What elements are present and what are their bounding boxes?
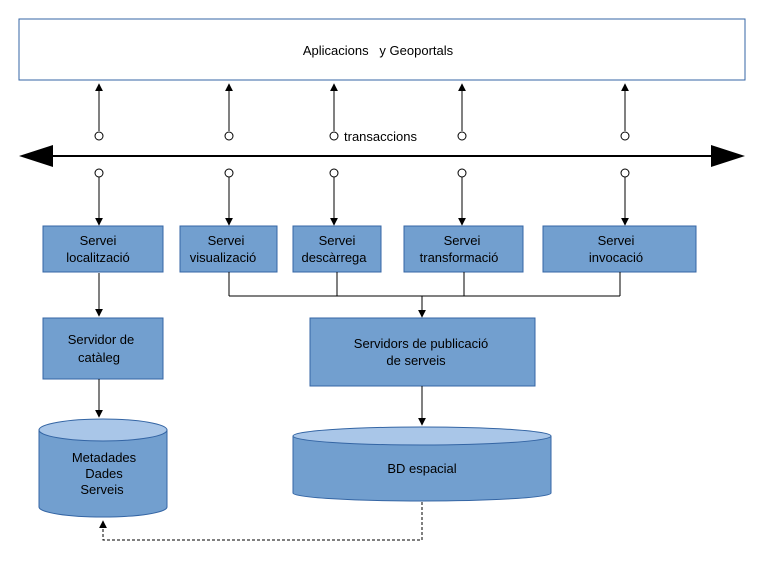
service-visualization-line1: Servei	[208, 233, 245, 248]
bus-right-arrowhead	[711, 145, 745, 167]
applications-banner: Aplicacions y Geoportals	[18, 18, 746, 81]
applications-banner-label: Aplicacions y Geoportals	[303, 43, 454, 58]
catalog-server-line2: catàleg	[78, 350, 120, 365]
upper-connectors	[94, 131, 630, 141]
service-download-box: Servei descàrrega	[292, 225, 382, 273]
connector-circle	[94, 168, 104, 178]
service-collector-lines	[228, 272, 621, 297]
publication-servers-box: Servidors de publicació de serveis	[309, 317, 536, 387]
connector-circle	[457, 168, 467, 178]
service-localization-line2: localització	[66, 250, 130, 265]
connector-circle	[620, 168, 630, 178]
connector-circle	[457, 131, 467, 141]
transactions-label: transaccions	[344, 129, 417, 144]
metadata-db-line2: Dades	[85, 466, 123, 481]
service-download-line1: Servei	[319, 233, 356, 248]
lower-connectors	[94, 168, 630, 178]
service-transformation-line2: transformació	[420, 250, 499, 265]
metadata-db-line1: Metadades	[72, 450, 137, 465]
connector-circle	[620, 131, 630, 141]
service-invocation-box: Servei invocació	[542, 225, 697, 273]
catalog-server-line1: Servidor de	[68, 332, 134, 347]
connector-circle	[224, 131, 234, 141]
publication-servers-line2: de serveis	[386, 353, 446, 368]
connector-circle	[224, 168, 234, 178]
service-visualization-line2: visualizació	[190, 250, 256, 265]
connector-circle	[329, 131, 339, 141]
down-arrows	[95, 177, 629, 226]
service-localization-line1: Servei	[80, 233, 117, 248]
service-visualization-box: Servei visualizació	[179, 225, 278, 273]
transaction-bus	[19, 145, 745, 167]
catalog-server-box: Servidor de catàleg	[42, 317, 164, 380]
connector-circle	[94, 131, 104, 141]
bus-left-arrowhead	[19, 145, 53, 167]
service-invocation-line1: Servei	[598, 233, 635, 248]
service-localization-box: Servei localització	[42, 225, 164, 273]
metadata-db-line3: Serveis	[80, 482, 124, 497]
spatial-to-metadata-dashed-link	[99, 502, 423, 541]
service-transformation-box: Servei transformació	[403, 225, 524, 273]
service-download-line2: descàrrega	[301, 250, 367, 265]
service-invocation-line2: invocació	[589, 250, 643, 265]
publication-servers-line1: Servidors de publicació	[354, 336, 488, 351]
metadata-database-cylinder: Metadades Dades Serveis	[38, 418, 168, 518]
connector-circle	[329, 168, 339, 178]
service-transformation-line1: Servei	[444, 233, 481, 248]
spatial-database-cylinder: BD espacial	[292, 426, 552, 502]
up-arrows	[95, 83, 629, 131]
spatial-db-label: BD espacial	[387, 461, 456, 476]
